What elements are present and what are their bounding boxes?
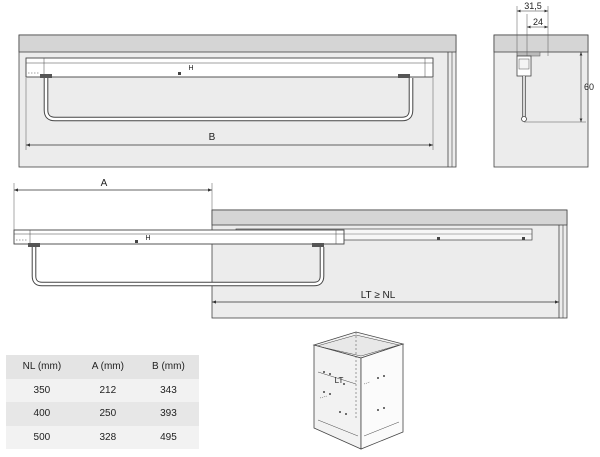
label-31-5: 31,5	[524, 1, 542, 11]
top-handle-mark: H	[188, 65, 193, 72]
cabinet-panel	[18, 34, 457, 168]
label-b: B	[209, 132, 216, 143]
cabinet-label-lt: LT	[335, 376, 344, 385]
cell-a: 328	[77, 425, 138, 449]
cell-b: 343	[137, 378, 199, 402]
side-view-drawing: 31,5 24 60	[493, 1, 594, 168]
extended-view-drawing: H A LT ≥ NL	[13, 178, 568, 319]
label-60: 60	[584, 82, 594, 92]
cell-b: 495	[137, 425, 199, 449]
cell-nl: 500	[6, 425, 78, 449]
dimensions-table: NL (mm) A (mm) B (mm) 350 212 343 400 25…	[6, 355, 199, 449]
extended-pull-out-rail	[13, 229, 345, 245]
header-nl: NL (mm)	[6, 355, 78, 379]
cabinet-3d-drawing: LT	[312, 331, 405, 450]
extended-handle-mark: H	[145, 235, 150, 242]
cell-nl: 400	[6, 402, 78, 426]
top-view-drawing: H B	[18, 34, 457, 168]
cabinet-top-edge	[18, 34, 457, 53]
cabinet-right-side	[360, 343, 404, 450]
extended-cabinet-panel	[211, 209, 568, 319]
header-a: A (mm)	[77, 355, 138, 379]
cell-a: 250	[77, 402, 138, 426]
table-row: 350 212 343	[6, 378, 199, 402]
cell-b: 393	[137, 402, 199, 426]
pull-out-rail	[25, 57, 434, 78]
label-24: 24	[533, 17, 543, 27]
header-b: B (mm)	[137, 355, 199, 379]
table-row: 500 328 495	[6, 425, 199, 449]
table-header-row: NL (mm) A (mm) B (mm)	[6, 355, 199, 379]
cell-a: 212	[77, 378, 138, 402]
side-cabinet-panel	[493, 34, 589, 168]
cell-nl: 350	[6, 378, 78, 402]
cabinet-left-side	[313, 344, 362, 450]
label-a: A	[101, 178, 108, 189]
table-row: 400 250 393	[6, 402, 199, 426]
label-lt-nl: LT ≥ NL	[361, 290, 396, 301]
